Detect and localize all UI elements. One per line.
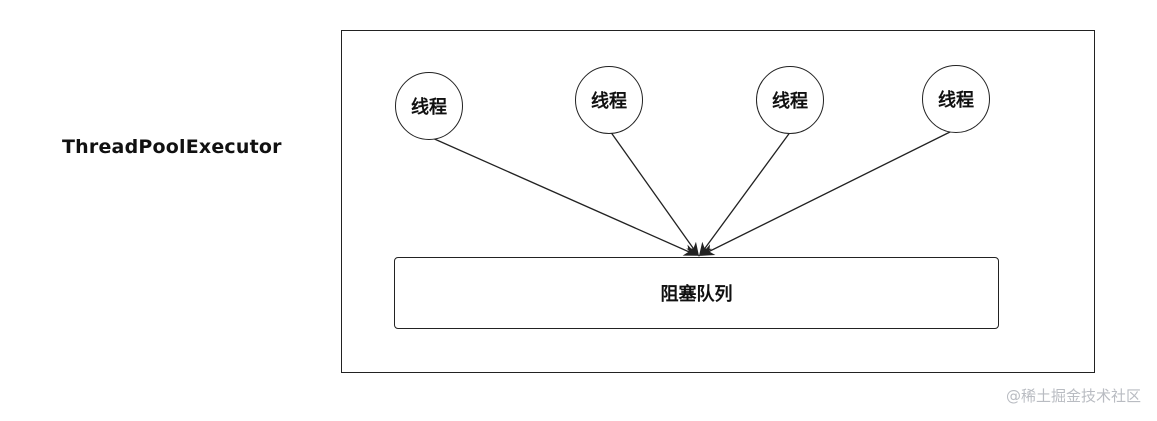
blocking-queue-box: 阻塞队列 (394, 257, 999, 329)
thread-label: 线程 (411, 97, 447, 118)
thread-pool-container (341, 30, 1095, 373)
thread-node-4: 线程 (922, 65, 990, 133)
thread-node-3: 线程 (756, 66, 824, 134)
blocking-queue-label: 阻塞队列 (660, 284, 733, 305)
thread-label: 线程 (591, 91, 627, 112)
thread-label: 线程 (772, 91, 808, 112)
executor-label: ThreadPoolExecutor (62, 136, 282, 158)
thread-node-2: 线程 (575, 66, 643, 134)
arrow-thread-1-to-queue (429, 136, 698, 256)
arrow-thread-2-to-queue (609, 130, 700, 257)
thread-label: 线程 (938, 90, 974, 111)
thread-node-1: 线程 (395, 72, 463, 140)
arrow-thread-4-to-queue (700, 129, 955, 256)
arrow-thread-3-to-queue (698, 130, 792, 257)
watermark: @稀土掘金技术社区 (1005, 387, 1141, 405)
